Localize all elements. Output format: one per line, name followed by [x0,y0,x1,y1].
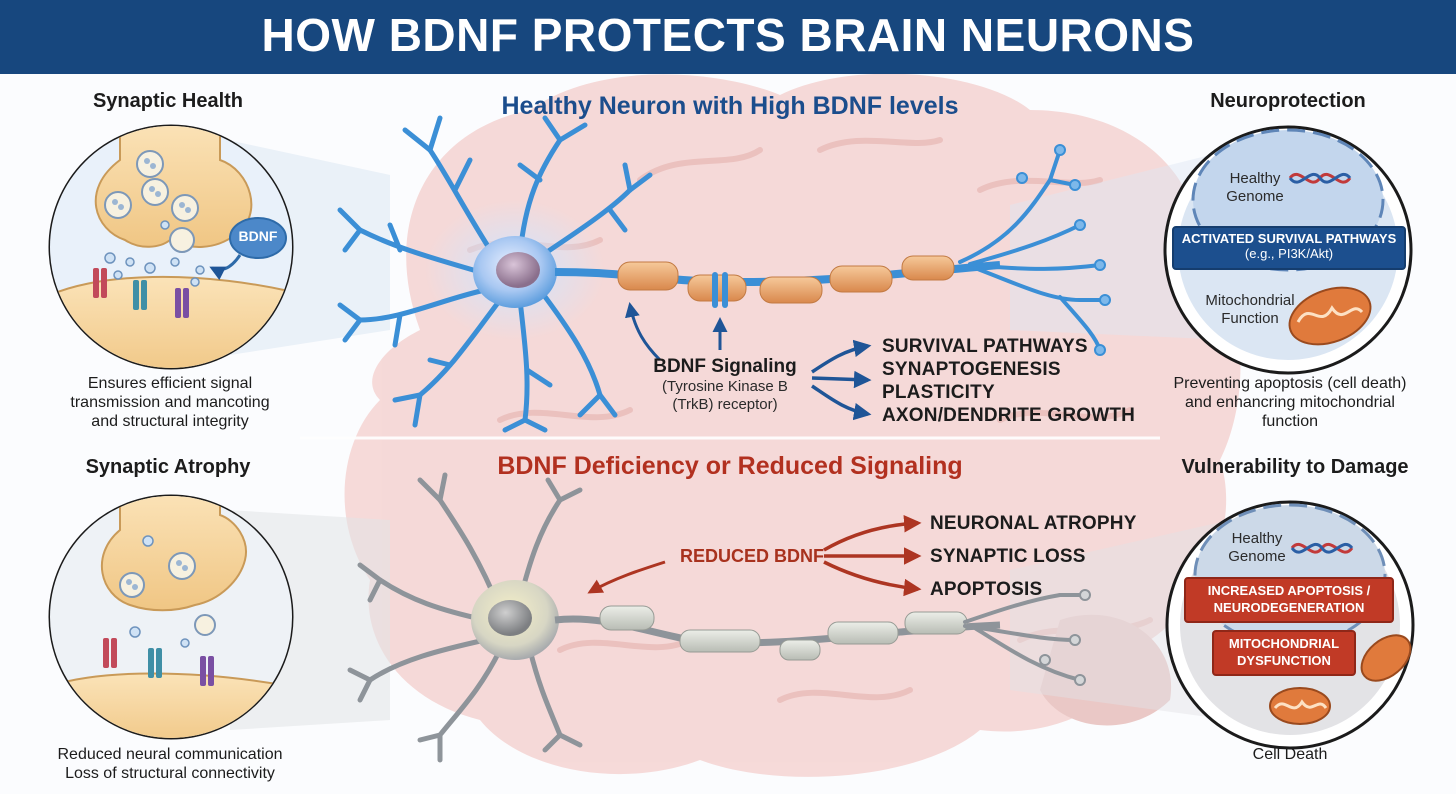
neuroprotection-caption: Preventing apoptosis (cell death) and en… [1140,374,1440,431]
effect-synaptic-loss: SYNAPTIC LOSS [930,546,1086,567]
synaptic-health-caption: Ensures efficient signal transmission an… [20,374,320,431]
caption-line: transmission and mancoting [70,394,270,411]
neuroprotection-heading: Neuroprotection [1210,90,1366,112]
caption-line: Reduced neural communication [57,746,283,763]
healthy-genome-label-bottom: Healthy Genome [1217,530,1297,566]
reduced-bdnf-label: REDUCED BDNF [680,546,824,566]
synaptic-atrophy-heading: Synaptic Atrophy [85,456,251,478]
bdnf-badge: BDNF [238,228,278,244]
mitochondrial-function-label: Mitochondrial Function [1190,292,1310,328]
dna-icon-damaged [1290,542,1354,554]
caption-line: function [1261,413,1319,430]
mitochondrial-dysfunction-bar: MITOCHONDRIAL DYSFUNCTION [1212,630,1356,676]
genome-line: Genome [1228,548,1286,565]
page-title: HOW BDNF PROTECTS BRAIN NEURONS [261,9,1195,61]
bar-line: MITOCHONDRIAL [1228,636,1340,651]
signaling-sub: (TrkB) receptor) [672,396,778,413]
signaling-sub: (Tyrosine Kinase B [662,378,788,395]
genome-line: Healthy [1229,170,1281,187]
dna-icon [1288,172,1352,184]
healthy-genome-label: Healthy Genome [1215,170,1295,206]
bar-line: DYSFUNCTION [1237,653,1331,668]
damaged-neuron [347,472,1091,763]
healthy-neuron [337,115,1111,433]
effect-synaptogenesis: SYNAPTOGENESIS [882,359,1061,380]
activated-survival-pathways-bar: ACTIVATED SURVIVAL PATHWAYS (e.g., PI3K/… [1172,226,1406,270]
effect-survival-pathways: SURVIVAL PATHWAYS [882,336,1088,357]
vulnerability-heading: Vulnerability to Damage [1181,456,1409,478]
caption-line: Ensures efficient signal [87,375,253,392]
bar-line: NEURODEGENERATION [1213,600,1365,615]
effect-axon-dendrite-growth: AXON/DENDRITE GROWTH [882,405,1136,426]
bar-subtitle: (e.g., PI3K/Akt) [1244,246,1334,261]
caption-line: Loss of structural connectivity [65,765,275,782]
effect-neuronal-atrophy: NEURONAL ATROPHY [930,513,1137,534]
caption-line: Preventing apoptosis (cell death) [1173,375,1407,392]
genome-line: Healthy [1231,530,1283,547]
effect-apoptosis: APOPTOSIS [930,579,1043,600]
mitochondria-icon [1288,286,1372,346]
synaptic-health-heading: Synaptic Health [92,90,244,112]
caption-line: and structural integrity [91,413,249,430]
synapse-atrophy-inset [48,494,294,740]
synaptic-atrophy-caption: Reduced neural communication Loss of str… [20,745,320,783]
damaged-mitochondria-icon [1269,634,1412,725]
signaling-title: BDNF Signaling [653,356,797,377]
bdnf-signaling-label: BDNF Signaling (Tyrosine Kinase B (TrkB)… [640,356,810,414]
mito-line: Mitochondrial [1205,292,1295,309]
effect-plasticity: PLASTICITY [882,382,995,403]
deficiency-section-title: BDNF Deficiency or Reduced Signaling [497,452,963,480]
genome-line: Genome [1226,188,1284,205]
cell-death-caption: Cell Death [1252,746,1328,763]
increased-apoptosis-bar: INCREASED APOPTOSIS / NEURODEGENERATION [1184,577,1394,623]
healthy-section-title: Healthy Neuron with High BDNF levels [501,92,959,120]
title-banner [0,0,1456,74]
caption-line: and enhancring mitochondrial [1185,394,1395,411]
vulnerability-inset [1165,500,1415,750]
bar-line: INCREASED APOPTOSIS / [1207,583,1371,598]
bar-title: ACTIVATED SURVIVAL PATHWAYS [1181,231,1397,246]
mito-line: Function [1221,310,1279,327]
